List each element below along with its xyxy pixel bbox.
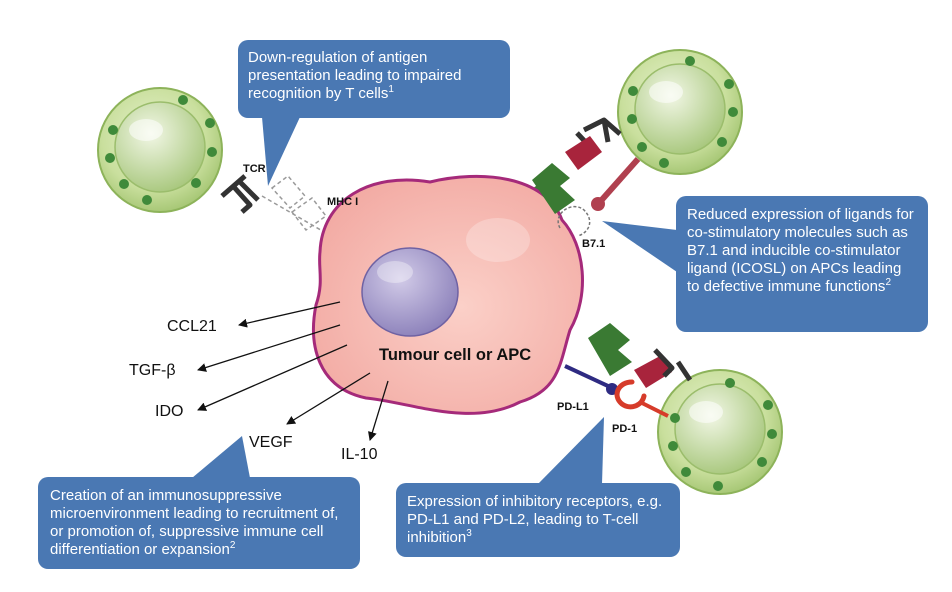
- cytokine-ccl21: CCL21: [167, 318, 217, 335]
- t-cell-icon: [657, 369, 783, 495]
- cytokine-il10: IL-10: [341, 446, 378, 463]
- callout-microenvironment-text: Creation of an immunosuppressive microen…: [50, 487, 350, 559]
- mhc-green-block: [532, 163, 575, 214]
- antigen-red-peptide: [634, 356, 672, 388]
- cytokine-tgfb: TGF-β: [129, 362, 176, 379]
- b7-label: B7.1: [582, 238, 605, 250]
- arrow-ido: [197, 344, 348, 411]
- mhc-green-block: [588, 323, 632, 376]
- callout-inhibitory-body: Expression of inhibitory receptors, e.g.…: [407, 493, 663, 546]
- callout-ligands-body: Reduced expression of ligands for co-sti…: [687, 206, 914, 295]
- callout-ligands-shape: [602, 196, 928, 332]
- callout-antigen-text: Down-regulation of antigen presentation …: [248, 49, 498, 103]
- callout-ligands-ref: 2: [885, 277, 891, 288]
- mhc-label: MHC I: [327, 196, 358, 208]
- callout-microenvironment-ref: 2: [229, 540, 236, 551]
- b7-red-stalk: [596, 157, 641, 205]
- tcr-receptor-icon: [653, 348, 693, 382]
- tcr-receptor-icon: [220, 174, 260, 214]
- t-cell-dots: [627, 56, 738, 168]
- callout-micro-shape: [38, 436, 360, 569]
- nucleus-highlight: [377, 261, 413, 283]
- callout-inhibitory-ref: 3: [466, 528, 472, 539]
- pdl1-label: PD-L1: [557, 401, 589, 413]
- t-cell-icon: [617, 49, 743, 175]
- t-cell-dots: [105, 95, 217, 205]
- t-cell-icon: [97, 87, 223, 213]
- b7-dashed-icon: [557, 205, 591, 237]
- arrow-il10: [368, 380, 389, 441]
- pd1-label: PD-1: [612, 423, 637, 435]
- callout-antigen-body: Down-regulation of antigen presentation …: [248, 49, 462, 102]
- pd1-stalk: [639, 400, 669, 418]
- arrow-ccl21: [238, 301, 341, 328]
- callout-antigen-shape: [238, 40, 510, 186]
- pdl1-stalk: [564, 364, 609, 388]
- cytokine-ido: IDO: [155, 403, 183, 420]
- cytokine-arrows: [197, 301, 389, 441]
- cd28-tip-icon: [591, 197, 605, 211]
- cell-label: Tumour cell or APC: [379, 346, 531, 364]
- callout-ligands-text: Reduced expression of ligands for co-sti…: [687, 206, 917, 296]
- nucleus-icon: [361, 247, 459, 337]
- callout-microenvironment-body: Creation of an immunosuppressive microen…: [50, 487, 339, 558]
- callout-inhibitory-text: Expression of inhibitory receptors, e.g.…: [407, 493, 672, 547]
- callout-inhibitory-shape: [396, 417, 680, 557]
- arrow-tgfb: [197, 324, 341, 372]
- callout-antigen-ref: 1: [388, 84, 394, 95]
- arrow-vegf: [286, 372, 371, 425]
- t-cell-dots: [668, 378, 777, 491]
- mhc-i-dashed-icon: [270, 174, 328, 232]
- tcr-label: TCR: [243, 163, 266, 175]
- antigen-red-peptide: [565, 136, 602, 170]
- tumour-cell-highlight: [466, 218, 530, 262]
- cytokine-vegf: VEGF: [249, 434, 293, 451]
